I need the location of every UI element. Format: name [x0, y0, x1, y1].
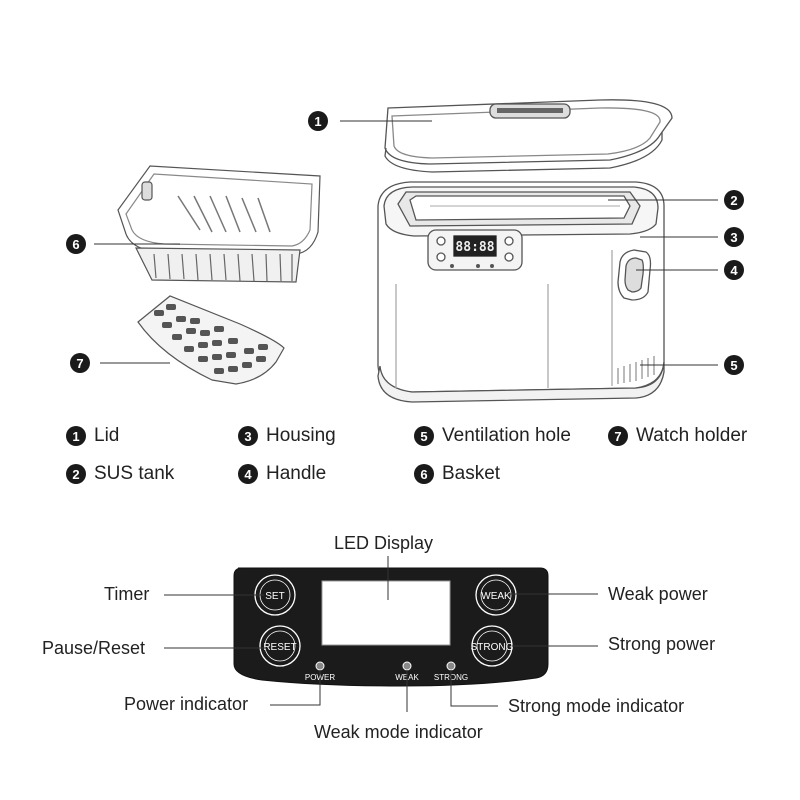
legend-label-watch-holder: Watch holder [636, 425, 748, 446]
led-display-window [321, 580, 451, 646]
callout-5-circle [724, 355, 744, 375]
legend-label-housing: Housing [266, 425, 336, 446]
legend-item-ventilation-hole: 5 Ventilation hole [414, 425, 571, 447]
legend-item-housing: 3 Housing [238, 425, 336, 447]
callout-badges: 1 2 3 4 5 6 7 [66, 111, 744, 375]
callout-1-circle [308, 111, 328, 131]
legend-number-1: 1 [66, 426, 86, 446]
set-button-label: SET [265, 591, 284, 602]
main-unit-drawing: 88:88 [377, 181, 665, 403]
basket-drawing [117, 165, 321, 283]
legend-label-ventilation-hole: Ventilation hole [442, 425, 571, 446]
reset-button-label: RESET [263, 642, 296, 653]
legend-item-lid: 1 Lid [66, 425, 119, 447]
label-led-display: LED Display [334, 533, 434, 553]
callout-2-number: 2 [730, 193, 737, 208]
callout-3-circle [724, 227, 744, 247]
lid-drawing [384, 99, 673, 173]
callout-1-number: 1 [314, 114, 321, 129]
callout-7-number: 7 [76, 356, 83, 371]
legend-label-basket: Basket [442, 463, 501, 484]
legend-label-lid: Lid [94, 425, 120, 446]
callout-6-circle [66, 234, 86, 254]
callout-3-number: 3 [730, 230, 737, 245]
legend-label-handle: Handle [266, 463, 327, 484]
watch-holder-drawing [137, 295, 285, 385]
callout-2-circle [724, 190, 744, 210]
callout-4-circle [724, 260, 744, 280]
callout-7-circle [70, 353, 90, 373]
callout-5-number: 5 [730, 358, 737, 373]
legend-item-watch-holder: 7 Watch holder [608, 425, 747, 447]
strong-button-label: STRONG [471, 642, 514, 653]
strong-indicator-dot [446, 661, 456, 671]
label-power-indicator: Power indicator [124, 694, 249, 714]
legend-number-6: 6 [414, 464, 434, 484]
legend-number-2: 2 [66, 464, 86, 484]
legend-item-basket: 6 Basket [414, 463, 500, 485]
legend-number-7: 7 [608, 426, 628, 446]
label-strong-mode-indicator: Strong mode indicator [508, 696, 685, 716]
label-weak-power: Weak power [608, 584, 708, 604]
weak-button-label: WEAK [481, 591, 511, 602]
legend-number-4: 4 [238, 464, 258, 484]
label-weak-mode-indicator: Weak mode indicator [314, 722, 483, 742]
label-timer: Timer [104, 584, 150, 604]
panel-leader-lines [164, 556, 598, 712]
callout-6-number: 6 [72, 237, 79, 252]
control-panel-drawing: SET RESET WEAK STRONG POWER WEAK STRONG [233, 567, 549, 687]
legend-number-3: 3 [238, 426, 258, 446]
callout-lines [94, 120, 718, 366]
weak-indicator-dot [402, 661, 412, 671]
legend-number-5: 5 [414, 426, 434, 446]
label-strong-power: Strong power [608, 634, 716, 654]
power-indicator-dot [315, 661, 325, 671]
label-pause-reset: Pause/Reset [42, 638, 146, 658]
callout-4-number: 4 [730, 263, 738, 278]
device-display-digits: 88:88 [455, 240, 494, 255]
legend-item-sus-tank: 2 SUS tank [66, 463, 174, 485]
legend-label-sus-tank: SUS tank [94, 463, 175, 484]
legend-item-handle: 4 Handle [238, 463, 326, 485]
